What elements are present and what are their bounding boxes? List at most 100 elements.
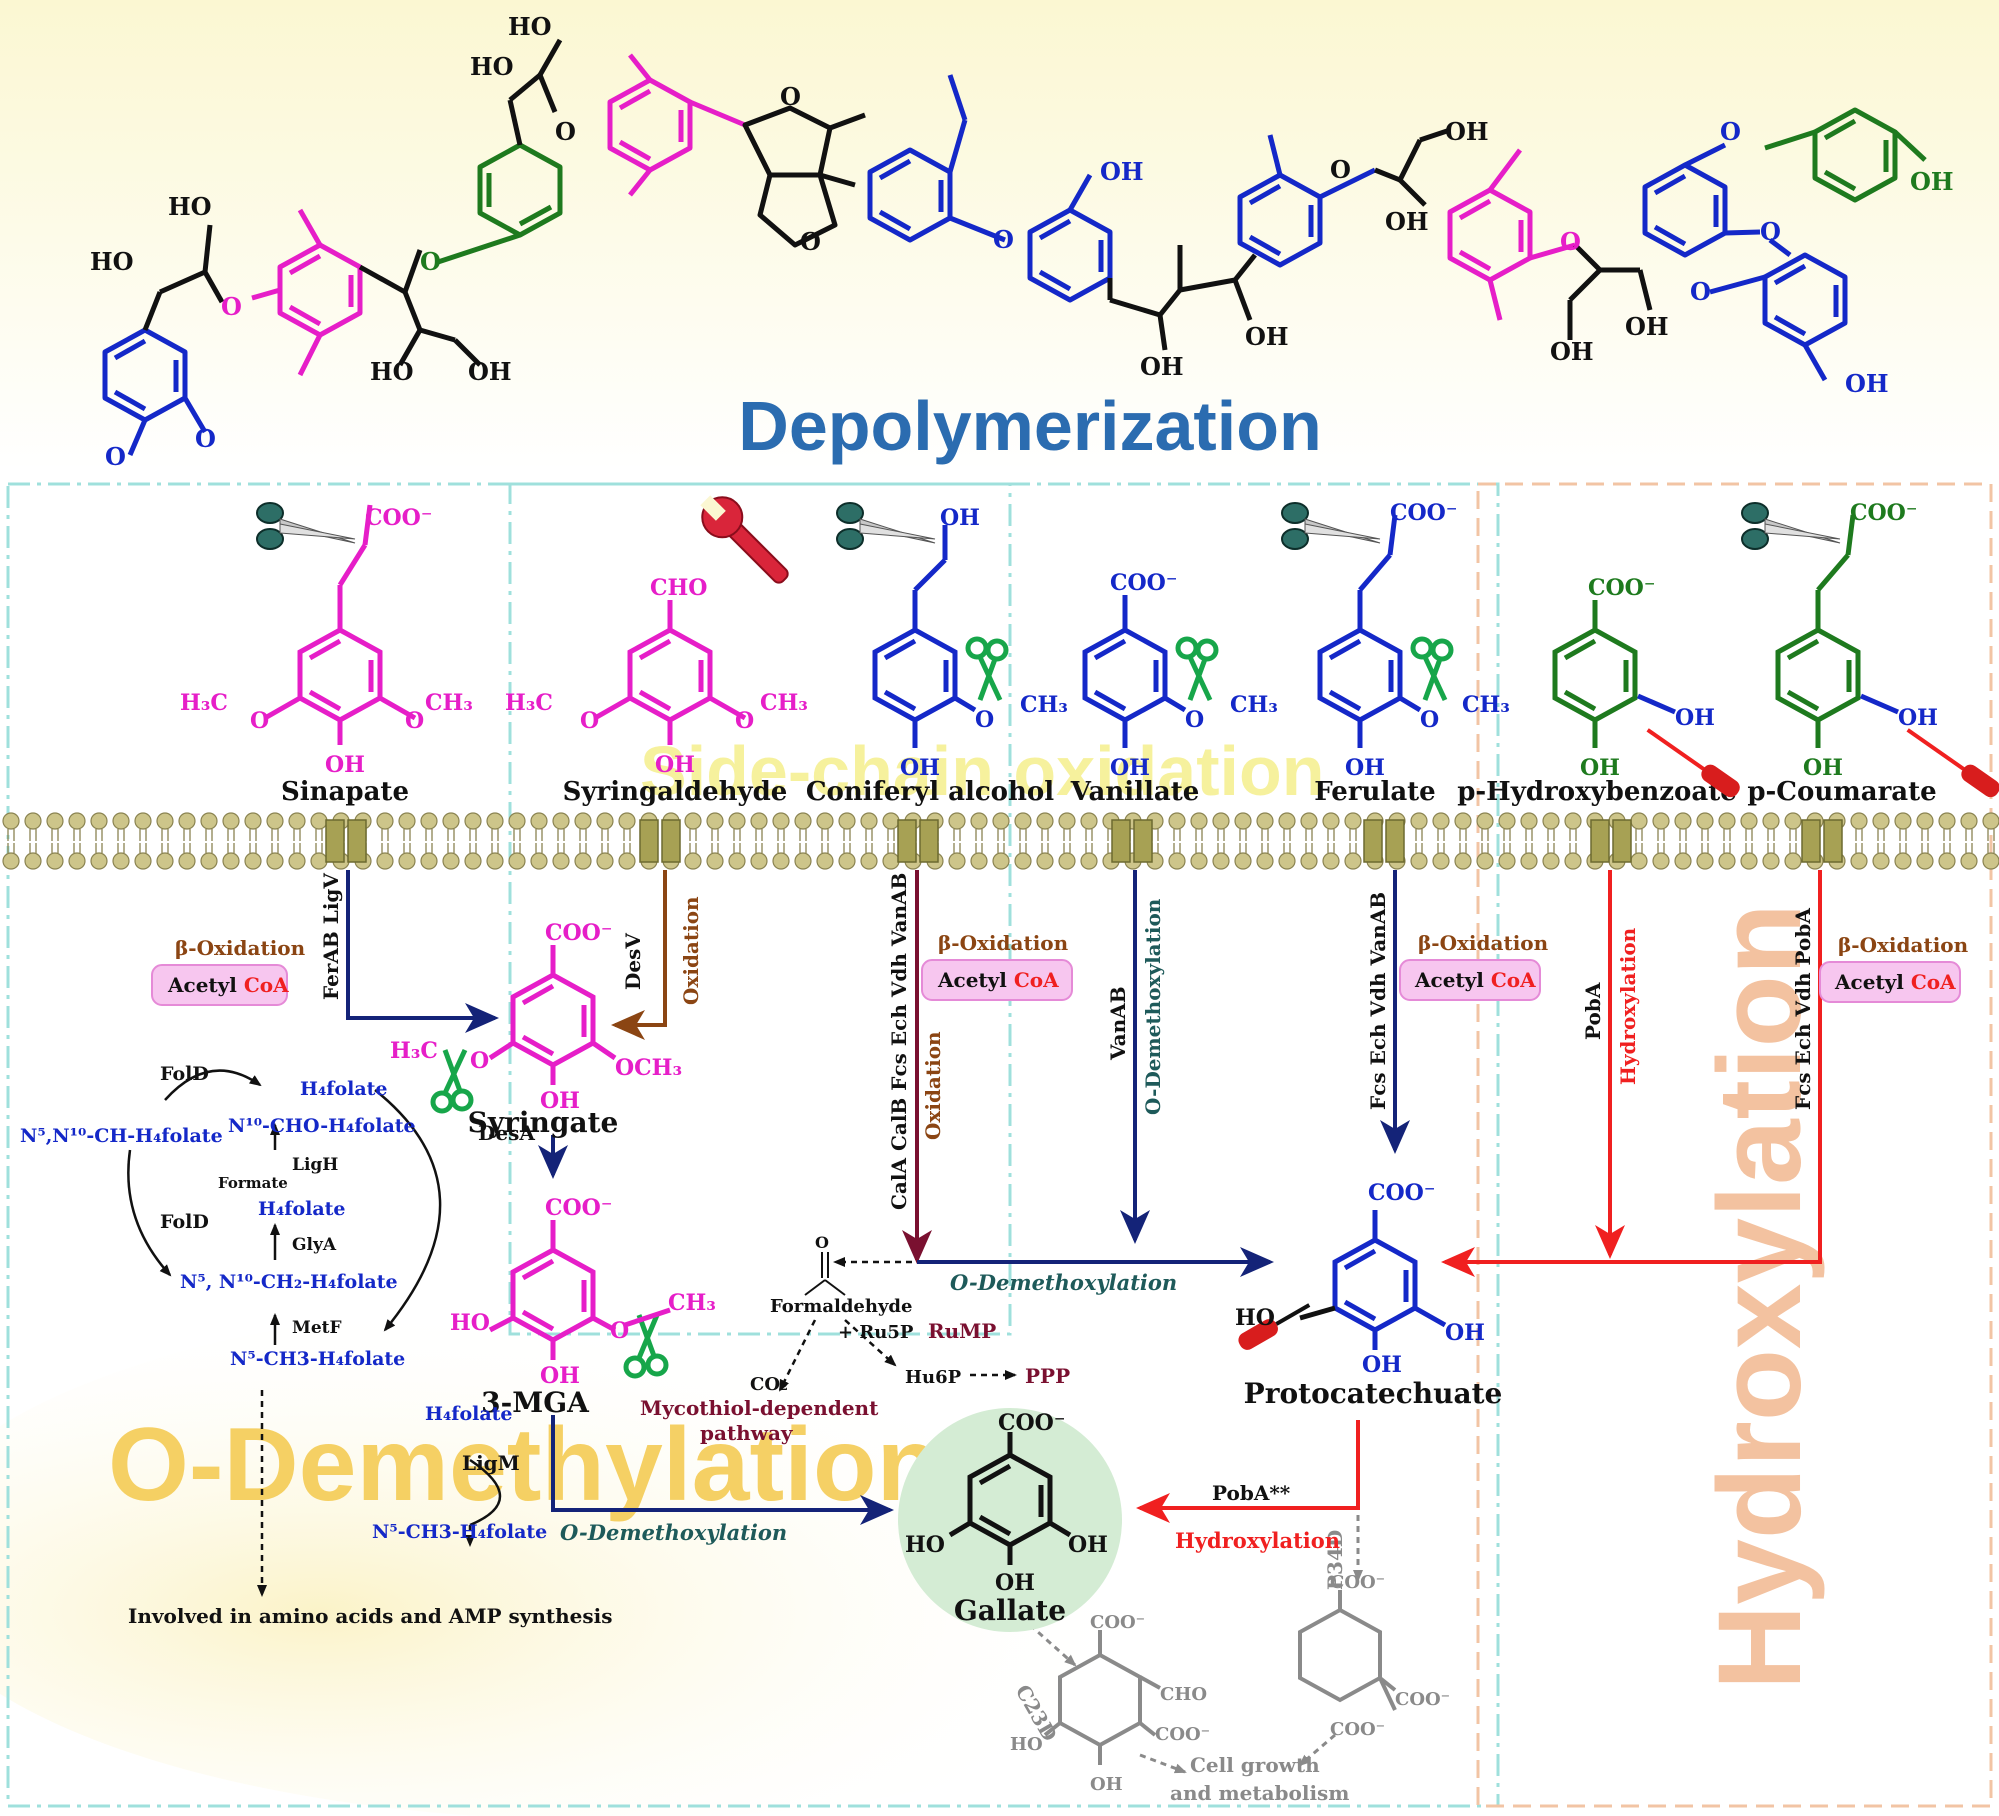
flow-label: O-Demethoxylation — [560, 1520, 787, 1545]
vanillate-name: Vanillate — [1070, 777, 1200, 807]
enzyme-label: O-Demethoxylation — [1141, 898, 1165, 1115]
polymer-label: O — [1330, 155, 1351, 184]
polymer-label: O — [1760, 217, 1781, 246]
acetyl-coa-text: Acetyl CoA — [1414, 968, 1536, 992]
group-label: HO — [905, 1532, 945, 1558]
enzyme-label: Hydroxylation — [1616, 927, 1640, 1085]
polymer-label: HO — [168, 192, 212, 221]
transporter-coniferyl — [897, 819, 939, 863]
folate-label: H₄folate — [425, 1403, 513, 1425]
transporter-hydroxybenzoate — [1590, 819, 1632, 863]
folate-label: Formate — [218, 1174, 288, 1192]
enzyme-label: Fcs Ech Vdh VanAB — [1366, 892, 1390, 1110]
frame-o-demethylation — [6, 482, 1500, 1808]
group-label: COO⁻ — [1588, 575, 1655, 601]
group-label: COO⁻ — [1155, 1724, 1210, 1745]
folate-label: GlyA — [292, 1235, 337, 1255]
beta-box-1: β-Oxidation Acetyl CoA — [151, 936, 306, 1006]
group-label: COO⁻ — [1368, 1180, 1435, 1206]
mycothiol-label: Mycothiol-dependent — [640, 1396, 879, 1420]
polymer-labels: HO HO O O O HO OH O HO HO O O O O OH OH … — [90, 12, 1954, 471]
hydroxylation-watermark: Hydroxylation — [1694, 903, 1826, 1690]
enzyme-label: DesV — [621, 933, 645, 990]
enzyme-label: Oxidation — [921, 1031, 945, 1140]
acetyl-coa-text: Acetyl CoA — [937, 968, 1059, 992]
group-label: HO — [1235, 1305, 1275, 1331]
group-label: CH₃ — [1020, 692, 1068, 718]
acetyl-coa-text: Acetyl CoA — [1834, 970, 1956, 994]
beta-box-2: β-Oxidation Acetyl CoA — [921, 931, 1073, 1001]
polymer-label: O — [105, 442, 126, 471]
gray-dashed-arrows — [1029, 1515, 1363, 1774]
folate-label: N⁵, N¹⁰-CH₂-H₄folate — [180, 1271, 398, 1293]
polymer-label: O — [1720, 117, 1741, 146]
polymer-label: OH — [1550, 337, 1594, 366]
beta-box-3: β-Oxidation Acetyl CoA — [1399, 931, 1549, 1001]
flow-label: O-Demethoxylation — [950, 1270, 1177, 1295]
black-dashed-arrows — [257, 1257, 1017, 1597]
mga-name: 3-MGA — [481, 1386, 590, 1419]
mga-structure — [488, 1220, 671, 1360]
folate-label: N¹⁰-CHO-H₄folate — [228, 1115, 416, 1137]
folate-cycle-arrows — [127, 1069, 502, 1527]
group-label: O — [610, 1318, 629, 1344]
group-label: OH — [1068, 1532, 1108, 1558]
group-label: COO⁻ — [998, 1410, 1065, 1436]
arrow-coumarate — [1441, 870, 1822, 1277]
hydroxybenzoate-labels: COO⁻ OH OH — [1580, 575, 1715, 781]
folate-label: N⁵-CH3-H₄folate — [372, 1521, 547, 1543]
scissors-icon — [256, 502, 356, 550]
arrow-desa-cycle — [374, 1089, 442, 1332]
side-chain-watermark: Side-chain oxidation — [640, 732, 1325, 810]
polymer-label: OH — [1140, 352, 1184, 381]
group-label: CH₃ — [425, 690, 473, 716]
group-label: O — [975, 707, 994, 733]
polymer-label: OH — [1100, 157, 1144, 186]
group-label: OH — [995, 1570, 1035, 1596]
group-label: OH — [1803, 755, 1843, 781]
group-label: OH — [655, 752, 695, 778]
hydroxybenzoate-structure — [1552, 600, 1676, 748]
gallate-labels: COO⁻ HO OH OH — [905, 1410, 1108, 1596]
folate-label: FolD — [160, 1211, 209, 1233]
wrench-icon — [700, 495, 789, 584]
screwdriver-icon — [1646, 728, 1740, 798]
arrow-fold-left — [127, 1149, 172, 1277]
polymer-label: O — [1690, 277, 1711, 306]
group-label: OH — [1362, 1352, 1402, 1378]
frame-hydroxylation — [1476, 482, 1993, 1808]
transporter-syringaldehyde — [639, 819, 681, 863]
folate-label: FolD — [160, 1063, 209, 1085]
lignin-polymer — [102, 38, 1927, 456]
ring-cleavage-products — [1043, 1590, 1397, 1765]
transporter-ferulate — [1363, 819, 1405, 863]
polymer-label: O — [420, 247, 441, 276]
arrow-ru5p — [844, 1319, 897, 1367]
group-label: OH — [540, 1088, 580, 1114]
bicyclic-core — [742, 105, 833, 178]
co2-label: CO₂ — [750, 1374, 788, 1395]
enzyme-label: DesA — [478, 1121, 535, 1145]
acetyl-coa-text: Acetyl CoA — [167, 973, 289, 997]
group-label: OH — [1898, 705, 1938, 731]
group-label: HO — [450, 1310, 490, 1336]
ring-g3 — [1027, 207, 1113, 303]
group-label: OH — [325, 752, 365, 778]
folate-label: Involved in amino acids and AMP synthesi… — [128, 1604, 613, 1628]
polymer-label: HO — [90, 247, 134, 276]
vanillate-structure — [1082, 595, 1187, 748]
group-label: OH — [900, 755, 940, 781]
enzyme-label: CalA CalB Fcs Ech Vdh VanAB — [887, 873, 911, 1210]
group-label: OH — [1675, 705, 1715, 731]
protocatechuate-name: Protocatechuate — [1244, 1377, 1503, 1410]
syringate-name: Syringate — [468, 1106, 619, 1139]
group-label: O — [1185, 707, 1204, 733]
coniferyl-labels: OH O CH₃ OH — [900, 505, 1068, 781]
cell-membrane — [0, 812, 1999, 870]
enzyme-label: Oxidation — [679, 896, 703, 1005]
flow-label: Cell growth — [1190, 1753, 1320, 1777]
arrow-fold-top — [164, 1069, 262, 1101]
group-label: COO⁻ — [1850, 500, 1917, 526]
mga-labels: COO⁻ HO O CH₃ OH — [450, 1195, 716, 1389]
